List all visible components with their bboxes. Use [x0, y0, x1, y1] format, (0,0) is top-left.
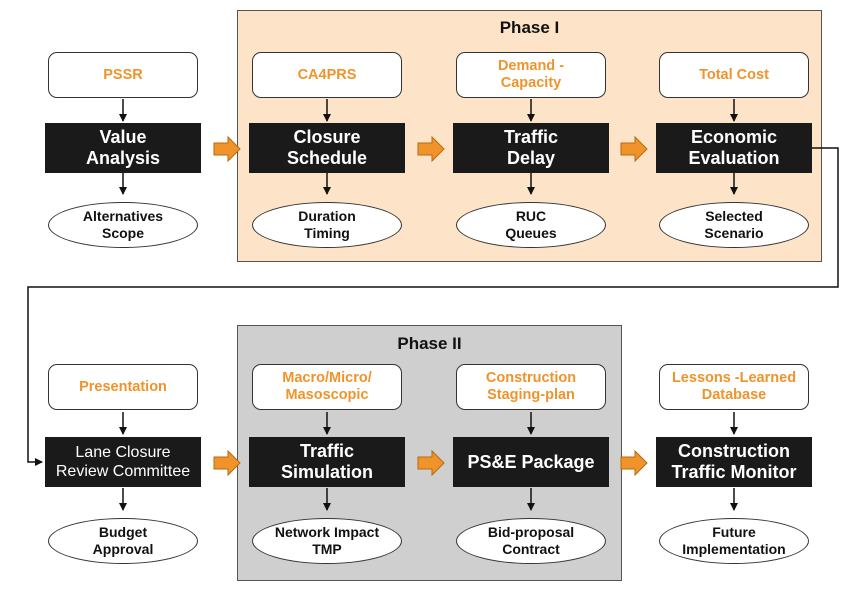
- input-macro-micro-masoscopic: Macro/Micro/ Masoscopic: [252, 364, 402, 410]
- flow-arrow: [417, 135, 445, 163]
- process-traffic-delay: Traffic Delay: [453, 123, 609, 173]
- input-label: Demand - Capacity: [497, 58, 565, 91]
- input-ca4prs: CA4PRS: [252, 52, 402, 98]
- input-presentation: Presentation: [48, 364, 198, 410]
- process-label: Value Analysis: [85, 127, 161, 168]
- input-label: PSSR: [103, 66, 143, 83]
- process-closure-schedule: Closure Schedule: [249, 123, 405, 173]
- process-value-analysis: Value Analysis: [45, 123, 201, 173]
- process-label: Construction Traffic Monitor: [671, 441, 797, 482]
- process-label: Closure Schedule: [286, 127, 368, 168]
- input-label: Presentation: [79, 378, 167, 395]
- input-label: Construction Staging-plan: [485, 370, 577, 403]
- output-label: Network Impact TMP: [274, 524, 380, 557]
- process-lane-closure-review-committee: Lane Closure Review Committee: [45, 437, 201, 487]
- process-label: Traffic Delay: [503, 127, 559, 168]
- process-construction-traffic-monitor: Construction Traffic Monitor: [656, 437, 812, 487]
- flow-arrow: [417, 449, 445, 477]
- output-label: Budget Approval: [92, 524, 154, 557]
- output-future-implementation: Future Implementation: [659, 518, 809, 564]
- flow-arrow: [213, 135, 241, 163]
- process-pse-package: PS&E Package: [453, 437, 609, 487]
- input-lessons-learned-database: Lessons -Learned Database: [659, 364, 809, 410]
- phase-1-title: Phase I: [499, 18, 560, 37]
- input-pssr: PSSR: [48, 52, 198, 98]
- input-label: Total Cost: [699, 66, 769, 83]
- flow-arrow: [620, 449, 648, 477]
- process-economic-evaluation: Economic Evaluation: [656, 123, 812, 173]
- process-label: Traffic Simulation: [280, 441, 373, 482]
- output-ruc-queues: RUC Queues: [456, 202, 606, 248]
- output-label: Bid-proposal Contract: [487, 524, 575, 557]
- input-label: Lessons -Learned Database: [671, 370, 797, 403]
- output-label: RUC Queues: [505, 208, 557, 241]
- output-label: Duration Timing: [298, 208, 356, 241]
- phase-2-title: Phase II: [397, 334, 462, 353]
- input-total-cost: Total Cost: [659, 52, 809, 98]
- process-label: Lane Closure Review Committee: [55, 444, 191, 480]
- output-bid-proposal-contract: Bid-proposal Contract: [456, 518, 606, 564]
- output-network-impact-tmp: Network Impact TMP: [252, 518, 402, 564]
- row-wrap-connector: [27, 147, 839, 466]
- output-label: Selected Scenario: [704, 208, 764, 241]
- flow-arrow: [620, 135, 648, 163]
- input-label: Macro/Micro/ Masoscopic: [282, 370, 372, 403]
- process-label: Economic Evaluation: [688, 127, 780, 168]
- output-duration-timing: Duration Timing: [252, 202, 402, 248]
- process-traffic-simulation: Traffic Simulation: [249, 437, 405, 487]
- process-label: PS&E Package: [467, 451, 595, 472]
- input-construction-staging-plan: Construction Staging-plan: [456, 364, 606, 410]
- output-selected-scenario: Selected Scenario: [659, 202, 809, 248]
- output-alternatives-scope: Alternatives Scope: [48, 202, 198, 248]
- output-label: Alternatives Scope: [82, 208, 164, 241]
- input-label: CA4PRS: [297, 66, 357, 83]
- output-budget-approval: Budget Approval: [48, 518, 198, 564]
- output-label: Future Implementation: [682, 524, 786, 557]
- flow-arrow: [213, 449, 241, 477]
- input-demand-capacity: Demand - Capacity: [456, 52, 606, 98]
